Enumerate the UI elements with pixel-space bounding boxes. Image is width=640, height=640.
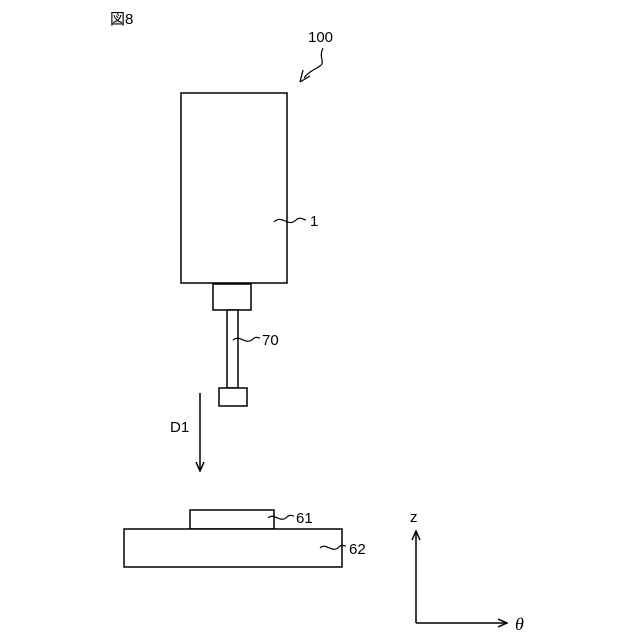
z-axis-label: z	[410, 509, 418, 526]
theta-axis-label: θ	[515, 614, 524, 634]
assembly-ref-label: 100	[308, 29, 333, 46]
upper-part	[190, 510, 274, 529]
rod-shaft	[227, 310, 238, 388]
figure-label: 図8	[110, 11, 133, 28]
unit-neck	[213, 284, 251, 310]
unit-ref-label: 1	[310, 213, 318, 230]
rod-ref-label: 70	[262, 332, 279, 349]
rod-tip	[219, 388, 247, 406]
assembly-leader-arrow	[304, 48, 323, 78]
base-plate	[124, 529, 342, 567]
base-ref-label: 62	[349, 541, 366, 558]
direction-label: D1	[170, 419, 189, 436]
unit-body	[181, 93, 287, 283]
upper-part-ref-label: 61	[296, 510, 313, 527]
